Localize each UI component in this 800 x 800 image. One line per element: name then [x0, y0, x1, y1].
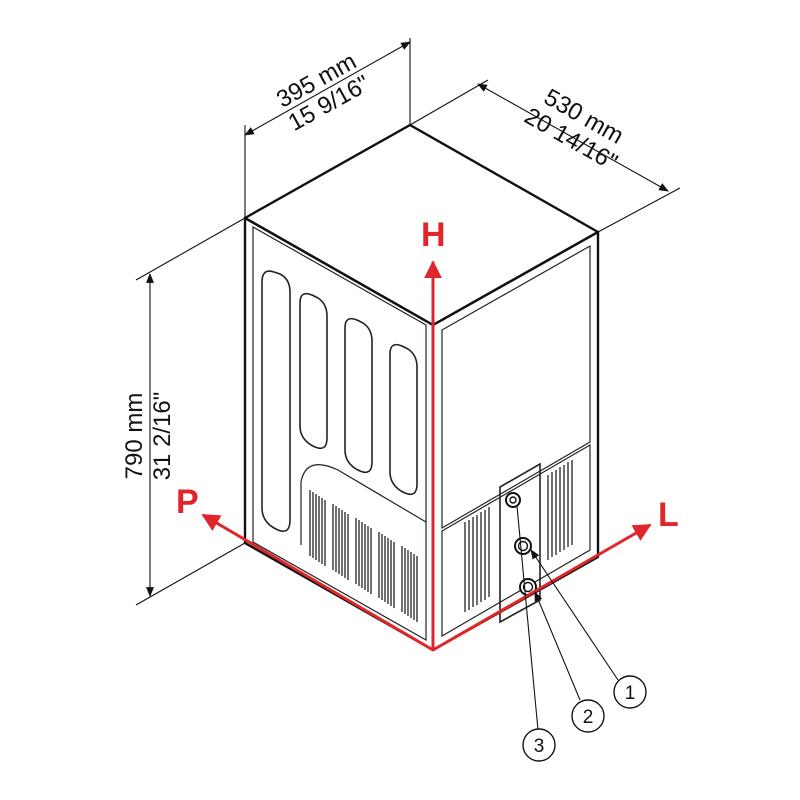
dimension-depth: 530 mm 20 14/16"	[409, 79, 681, 233]
callout-3-label: 3	[534, 736, 545, 757]
axis-label-l: L	[658, 496, 679, 534]
cabinet-right-face	[431, 230, 600, 652]
callout-3: 3	[522, 728, 556, 762]
vent-slot-3	[344, 317, 373, 474]
axis-label-h: H	[421, 216, 446, 254]
height-imperial-label: 31 2/16"	[149, 392, 176, 481]
lower-panel-cutout	[300, 464, 427, 545]
dimension-width: 395 mm 15 9/16"	[244, 38, 411, 218]
vent-slot-4	[389, 343, 418, 496]
left-grill	[309, 490, 418, 622]
cabinet	[243, 123, 600, 652]
left-panel-inset	[252, 225, 427, 642]
callout-1: 1	[613, 675, 647, 709]
callout-2-label: 2	[583, 707, 594, 728]
callout-1-label: 1	[625, 683, 636, 704]
axis-label-p: P	[176, 483, 199, 521]
depth-dimension-arrow	[477, 83, 669, 192]
vent-slot-2	[299, 292, 328, 450]
axis-l-arrow	[432, 523, 652, 652]
vent-slot-1	[261, 270, 291, 533]
axes: H P L	[176, 216, 679, 652]
callouts: 1 2 3	[516, 505, 647, 762]
callout-3-leader	[516, 505, 539, 731]
right-grill-left	[464, 507, 490, 612]
dimension-height: 790 mm 31 2/16"	[121, 217, 246, 606]
fitting-drain	[505, 492, 521, 508]
callout-2-leader	[534, 591, 581, 701]
fitting-water-inlet	[514, 537, 532, 555]
callout-2: 2	[571, 699, 605, 733]
axis-p-arrow	[201, 513, 434, 652]
callout-1-leader	[530, 549, 619, 681]
height-metric-label: 790 mm	[121, 393, 148, 480]
right-panel-upper	[441, 244, 591, 530]
width-dimension-arrow	[244, 41, 411, 136]
right-grill-right	[547, 460, 573, 560]
